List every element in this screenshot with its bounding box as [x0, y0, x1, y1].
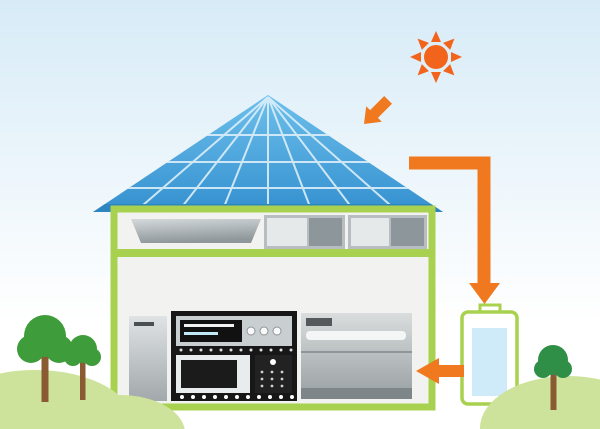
bush-left: [0, 370, 185, 429]
dishwasher-base: [301, 388, 412, 399]
dishwasher: [301, 313, 412, 399]
oven-audio-unit: [171, 311, 297, 401]
dishwasher-control: [306, 318, 332, 326]
oven-knobs: [246, 326, 282, 336]
tree-trunk: [80, 360, 86, 400]
storage-battery: [460, 303, 519, 406]
tree-left-small: [64, 335, 101, 400]
first-floor: [129, 311, 412, 401]
refrigerator: [129, 316, 167, 401]
awning: [131, 219, 261, 243]
battery-cell: [472, 328, 507, 396]
bush-right: [480, 376, 600, 429]
floor-divider: [114, 249, 432, 257]
microwave-door: [176, 355, 250, 393]
dishwasher-handle: [306, 331, 406, 340]
tree-right: [534, 345, 572, 410]
tree-trunk: [41, 352, 49, 402]
window-pane-light: [267, 218, 307, 246]
sun-icon: [410, 31, 462, 83]
sun-core: [424, 45, 448, 69]
kick-buttons: [180, 395, 294, 399]
window-pane-dark: [309, 218, 342, 246]
two-story-house: [110, 205, 436, 411]
button-row: [179, 348, 293, 352]
window-left: [264, 215, 345, 249]
second-floor: [131, 215, 427, 249]
keypad: [255, 355, 292, 393]
window-right: [348, 215, 427, 249]
oven-display: [180, 320, 242, 342]
arrow-roof-to-battery: [409, 156, 500, 304]
window-pane-light: [351, 218, 389, 246]
window-pane-dark: [391, 218, 424, 246]
sun-rays: [410, 31, 462, 83]
tree-trunk: [550, 372, 557, 410]
refrigerator-handle: [134, 322, 154, 326]
arrow-sun-to-roof: [364, 96, 392, 124]
arrow-battery-to-house: [416, 358, 464, 384]
vegetation: [0, 315, 600, 429]
roof-grid: [93, 96, 443, 212]
